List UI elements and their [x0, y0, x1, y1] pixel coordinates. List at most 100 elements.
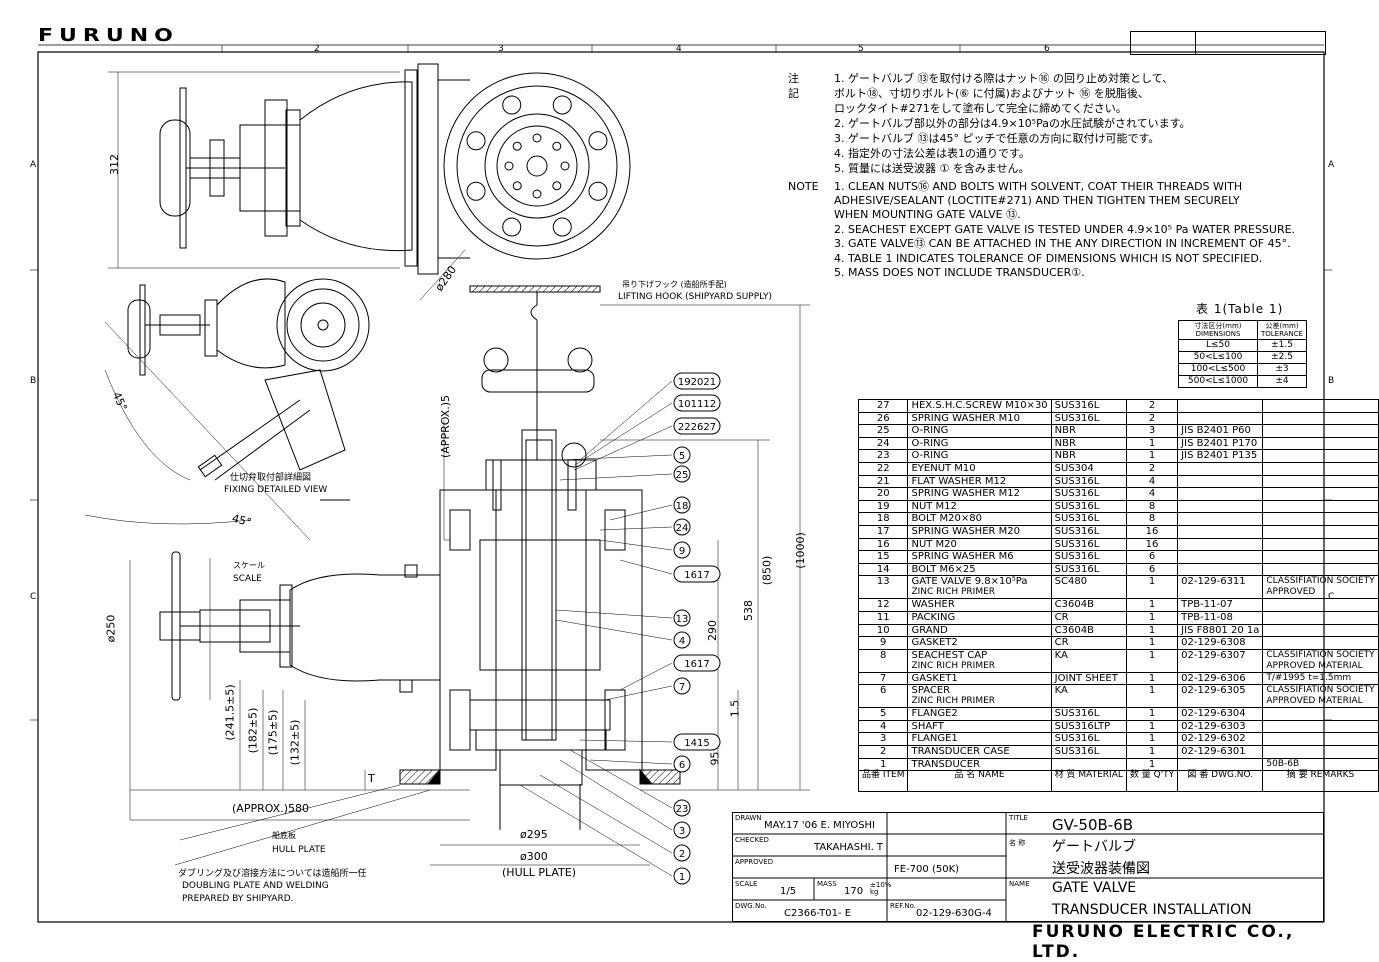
approved-label: APPROVED	[735, 858, 774, 866]
parts-header-no: 品番 ITEM	[857, 770, 909, 793]
parts-cell-mt: SUS316L	[1050, 732, 1127, 747]
dim-290: 290	[706, 620, 719, 641]
parts-cell-rm	[1262, 424, 1379, 438]
parts-cell-no: 24	[857, 436, 909, 451]
parts-cell-rm	[1262, 550, 1379, 564]
parts-cell-dw	[1177, 399, 1264, 413]
parts-cell-rm	[1262, 411, 1379, 426]
column-marker: 5	[858, 44, 864, 54]
parts-text: FLANGE1	[911, 733, 958, 745]
item-balloon: 4	[673, 631, 691, 649]
parts-text: 18	[876, 513, 890, 525]
parts-cell-qt: 1	[1125, 732, 1179, 747]
note-line: ADHESIVE/SEALANT (LOCTITE#271) AND THEN …	[834, 194, 1240, 207]
parts-cell-qt: 1	[1125, 449, 1179, 463]
parts-text: APPROVED	[1266, 587, 1316, 598]
parts-text: SUS316L	[1054, 513, 1100, 525]
parts-text: NUT M20	[911, 538, 957, 550]
parts-text: KA	[1054, 685, 1068, 697]
parts-text: SPACER	[911, 685, 951, 697]
parts-text: 16	[876, 538, 890, 550]
parts-text: 12	[876, 599, 890, 611]
parts-text: 4	[880, 720, 887, 732]
checked-label: CHECKED	[735, 836, 769, 844]
parts-text: PACKING	[911, 611, 956, 623]
parts-cell-dw: JIS B2401 P135	[1177, 449, 1264, 463]
parts-cell-nm: O-RING	[907, 424, 1052, 438]
parts-cell-mt: SUS316L	[1050, 512, 1127, 526]
doubling-line1: DOUBLING PLATE AND WELDING	[182, 881, 329, 891]
name-jp-label: 名 称	[1009, 839, 1026, 847]
dim-175: (175±5)	[266, 709, 280, 756]
parts-cell-mt: KA	[1050, 648, 1127, 673]
parts-cell-rm	[1262, 436, 1379, 451]
note-line: 5. 質量には送受波器 ① を含みません。	[834, 162, 1030, 175]
parts-text: BOLT M6×25	[911, 563, 976, 575]
parts-cell-rm	[1262, 610, 1379, 625]
parts-cell-qt: 4	[1125, 487, 1179, 501]
dim-300: ø300	[520, 850, 548, 863]
parts-text: 8	[880, 649, 887, 661]
parts-cell-no: 26	[857, 411, 909, 426]
item-balloon: 13	[673, 609, 691, 627]
notes-en-label: NOTE	[788, 180, 819, 193]
parts-cell-nm: NUT M12	[907, 499, 1052, 514]
parts-text: 9	[880, 637, 887, 649]
table1-cell: 500<L≤1000	[1178, 375, 1258, 388]
parts-cell-nm: TRANSDUCER CASE	[907, 745, 1052, 759]
parts-text: SPRING WASHER M6	[911, 551, 1014, 563]
row-marker: A	[30, 160, 37, 170]
table1-cell: ±1.5	[1256, 339, 1308, 352]
parts-cell-dw	[1177, 411, 1264, 426]
parts-cell-no: 2	[857, 745, 909, 759]
balloon-label: 9	[679, 546, 685, 557]
parts-text: 1	[1148, 450, 1156, 462]
parts-text: KA	[1054, 649, 1068, 661]
balloon-label: 3	[679, 826, 685, 837]
parts-cell-mt: SUS316L	[1050, 707, 1127, 721]
parts-cell-qt: 1	[1125, 436, 1179, 451]
parts-cell-nm: FLAT WASHER M12	[907, 474, 1052, 489]
parts-text: 25	[876, 425, 890, 437]
parts-cell-nm: BOLT M20×80	[907, 512, 1052, 526]
parts-cell-rm: 50B-6B	[1262, 757, 1379, 772]
parts-text: SUS316L	[1054, 708, 1100, 720]
flange-bolt	[588, 181, 608, 201]
parts-header-remarks: 摘 要 REMARKS	[1262, 770, 1379, 793]
balloon-label: 192021	[678, 377, 716, 388]
dim-approx5: (APPROX.)5	[439, 394, 453, 459]
title-block-lines	[732, 812, 1324, 922]
parts-cell-no: 16	[857, 537, 909, 552]
parts-text: SUS304	[1054, 462, 1094, 474]
parts-text: 1	[1148, 611, 1156, 623]
parts-text: 6	[1148, 551, 1156, 563]
parts-cell-no: 27	[857, 399, 909, 413]
note-line: ロックタイト#271をして塗布して完全に締めてください。	[834, 102, 1127, 115]
parts-text: 02-129-6305	[1181, 685, 1246, 697]
parts-text: CR	[1054, 637, 1069, 649]
parts-text: 02-129-6303	[1181, 720, 1246, 732]
parts-text: 24	[876, 437, 890, 449]
parts-cell-nm: BOLT M6×25	[907, 562, 1052, 577]
balloon-label: 1617	[684, 570, 709, 581]
parts-text: 23	[876, 450, 890, 462]
parts-text: 1	[1148, 576, 1156, 588]
tolerance-table: 寸法区分(mm) DIMENSIONS 公差(mm) TOLERANCE L≤5…	[1178, 320, 1308, 388]
column-marker: 2	[314, 44, 320, 54]
parts-text: SEACHEST CAP	[911, 649, 988, 661]
parts-cell-mt: C3604B	[1050, 598, 1127, 612]
name-label: NAME	[1009, 880, 1030, 888]
parts-text: SUS316L	[1054, 551, 1100, 563]
parts-cell-dw	[1177, 524, 1264, 539]
item-balloon: 6	[673, 755, 691, 773]
balloon-label: 6	[679, 760, 685, 771]
parts-cell-dw	[1177, 461, 1264, 476]
parts-cell-rm	[1262, 537, 1379, 552]
doubling-jp: ダブリング及び溶接方法については造船所一任	[178, 869, 367, 879]
